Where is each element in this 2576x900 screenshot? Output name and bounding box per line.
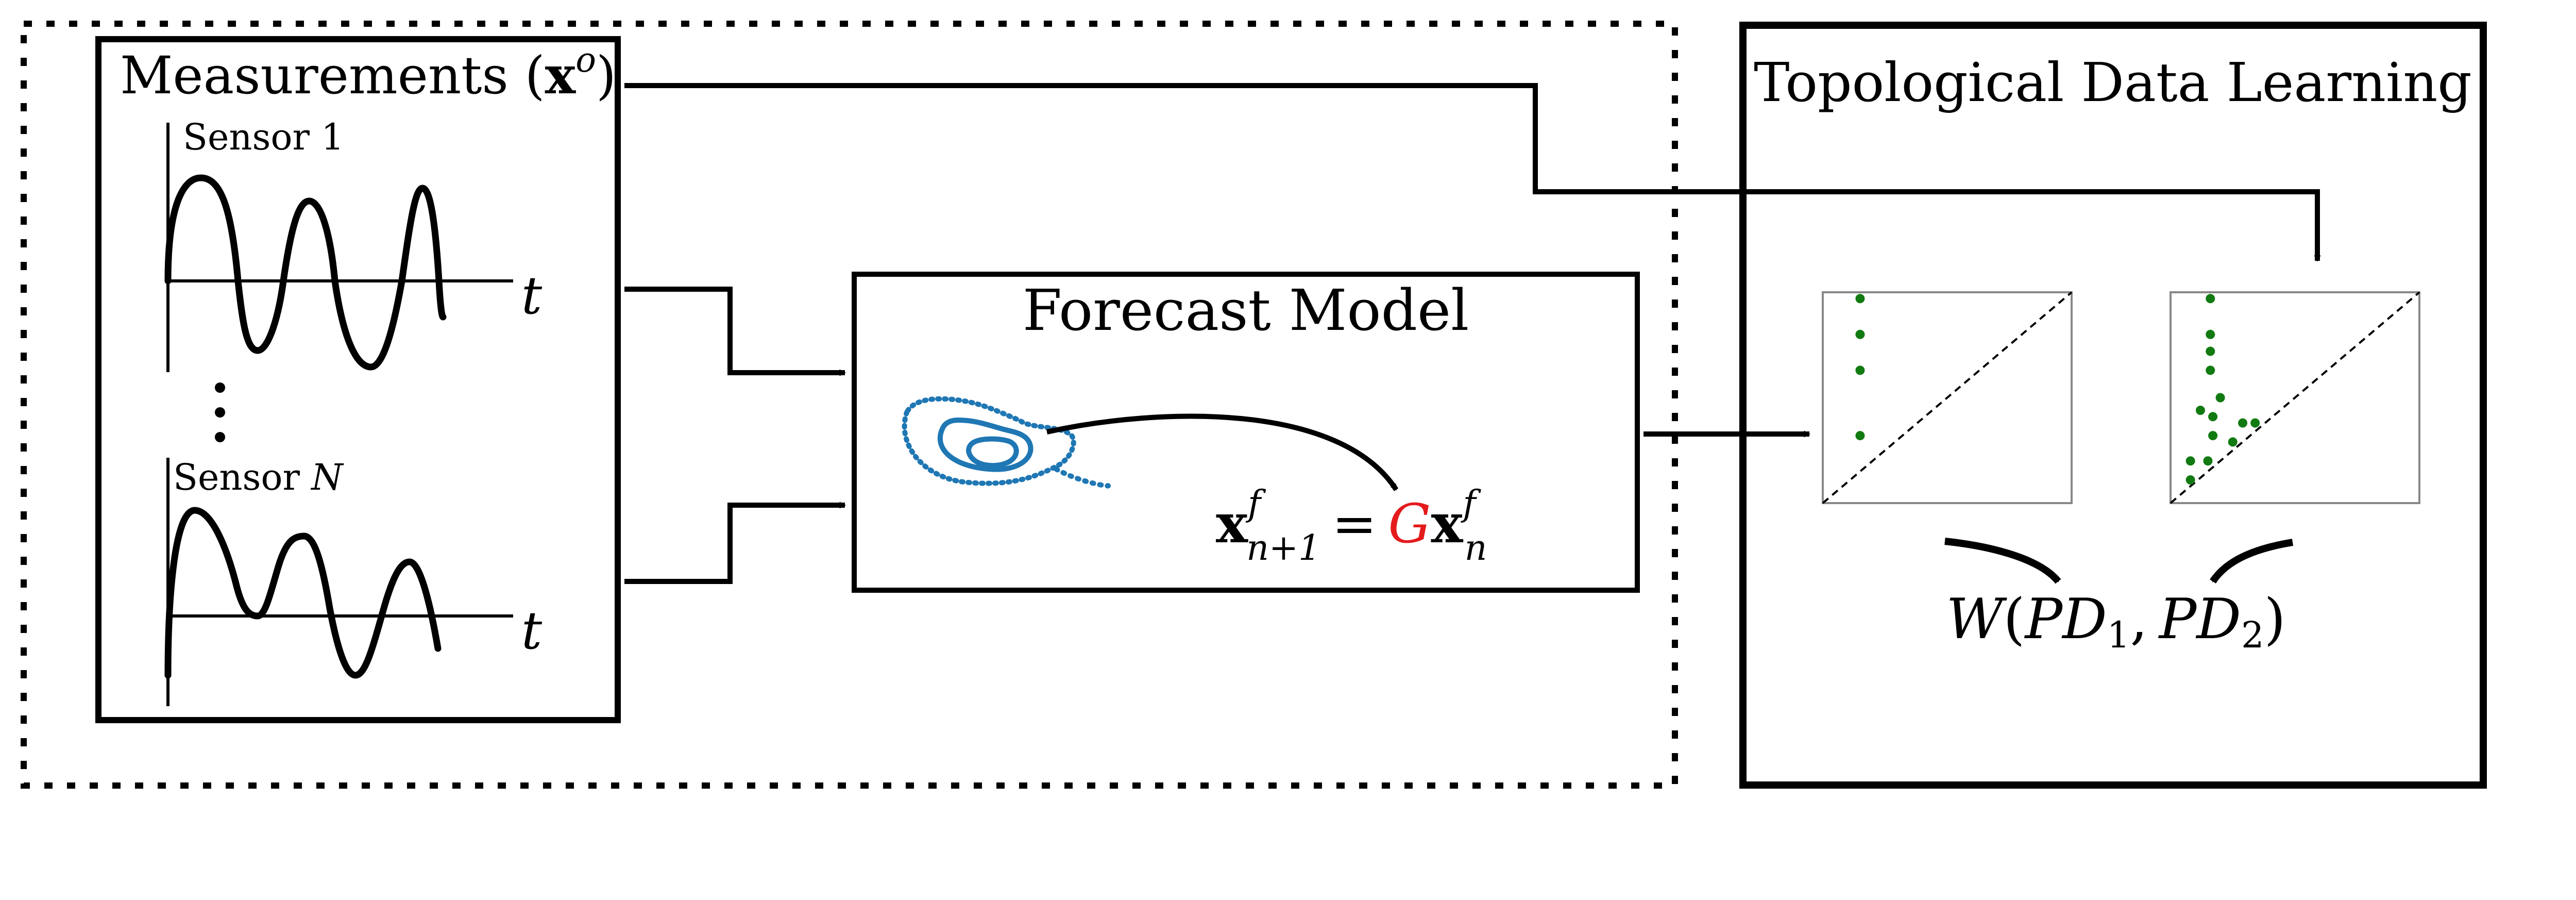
sensor-n-signal xyxy=(164,507,442,679)
persistence-diagram-2-frame xyxy=(2170,291,2420,504)
ellipsis-dot xyxy=(215,407,225,418)
persistence-diagram-2-point xyxy=(2208,431,2218,441)
sensor-n-plot: Sensor N t xyxy=(164,456,543,706)
sensor-ellipsis xyxy=(215,382,225,442)
ellipsis-dot xyxy=(215,432,225,442)
attractor-inner-loop xyxy=(937,417,1033,472)
ellipsis-dot xyxy=(215,382,225,393)
persistence-diagram-2-point xyxy=(2206,346,2215,356)
persistence-diagram-1 xyxy=(1822,291,2073,504)
sensor-1-label: Sensor 1 xyxy=(183,116,344,158)
sensor-n-label: Sensor N xyxy=(173,456,344,498)
persistence-diagram-2-point xyxy=(2195,406,2205,415)
measurements-box xyxy=(95,36,621,723)
measurements-panel: Measurements (xo) Sensor 1 t Sensor N t xyxy=(95,36,621,723)
persistence-diagram-2-point xyxy=(2203,456,2213,466)
sensor-n-to-forecast-arrow xyxy=(624,502,846,584)
measurements-title: Measurements (xo) xyxy=(120,40,616,106)
persistence-diagram-2-points xyxy=(2185,294,2260,485)
persistence-diagram-2-point xyxy=(2206,329,2215,339)
persistence-diagram-2-point xyxy=(2238,418,2248,428)
persistence-diagram-1-point xyxy=(1855,365,1865,375)
sensor-n-time-label: t xyxy=(521,601,543,661)
persistence-diagram-2-point xyxy=(2185,475,2195,485)
attractor-tail xyxy=(1054,466,1111,489)
measurement-to-topology-arrow xyxy=(624,83,2321,262)
pd1-to-distance-arrow xyxy=(1944,538,2061,584)
persistence-diagram-1-point xyxy=(1855,329,1865,339)
persistence-diagram-2 xyxy=(2170,291,2420,504)
persistence-diagram-2-point xyxy=(2185,456,2195,466)
persistence-diagram-2-point xyxy=(2228,437,2238,447)
dotted-system-frame xyxy=(21,21,1678,789)
sensor-1-to-forecast-arrow xyxy=(624,287,846,376)
wasserstein-distance: W(PD1,PD2) xyxy=(1946,587,2285,656)
topological-learning-title: Topological Data Learning xyxy=(1754,51,2472,114)
sensor-1-signal xyxy=(164,174,447,371)
persistence-diagram-1-points xyxy=(1855,294,1865,441)
persistence-diagram-1-point xyxy=(1855,294,1865,304)
persistence-diagram-2-point xyxy=(2208,412,2218,422)
topological-learning-panel: Topological Data Learning W(PD1,PD2) xyxy=(1739,22,2487,789)
persistence-diagram-2-point xyxy=(2206,294,2215,304)
persistence-diagram-1-point xyxy=(1855,431,1865,441)
pd2-to-distance-arrow xyxy=(2210,539,2294,584)
persistence-diagram-2-point xyxy=(2206,365,2215,375)
attractor-icon xyxy=(902,396,1111,489)
forecast-model-box xyxy=(852,272,1640,593)
topological-learning-box xyxy=(1739,22,2487,789)
persistence-diagram-1-frame xyxy=(1822,291,2073,504)
attractor-outer-loop xyxy=(902,396,1076,486)
persistence-diagram-2-diagonal xyxy=(2170,291,2420,504)
forecast-model-title: Forecast Model xyxy=(1023,277,1469,343)
sensor-1-time-label: t xyxy=(521,265,543,326)
persistence-diagram-1-diagonal xyxy=(1822,291,2073,504)
attractor-core-loop xyxy=(965,436,1019,469)
persistence-diagram-2-point xyxy=(2250,418,2260,428)
sensor-1-plot: Sensor 1 t xyxy=(164,116,543,372)
time-evolution-arrow xyxy=(1046,413,1399,491)
persistence-diagram-2-point xyxy=(2215,393,2225,403)
